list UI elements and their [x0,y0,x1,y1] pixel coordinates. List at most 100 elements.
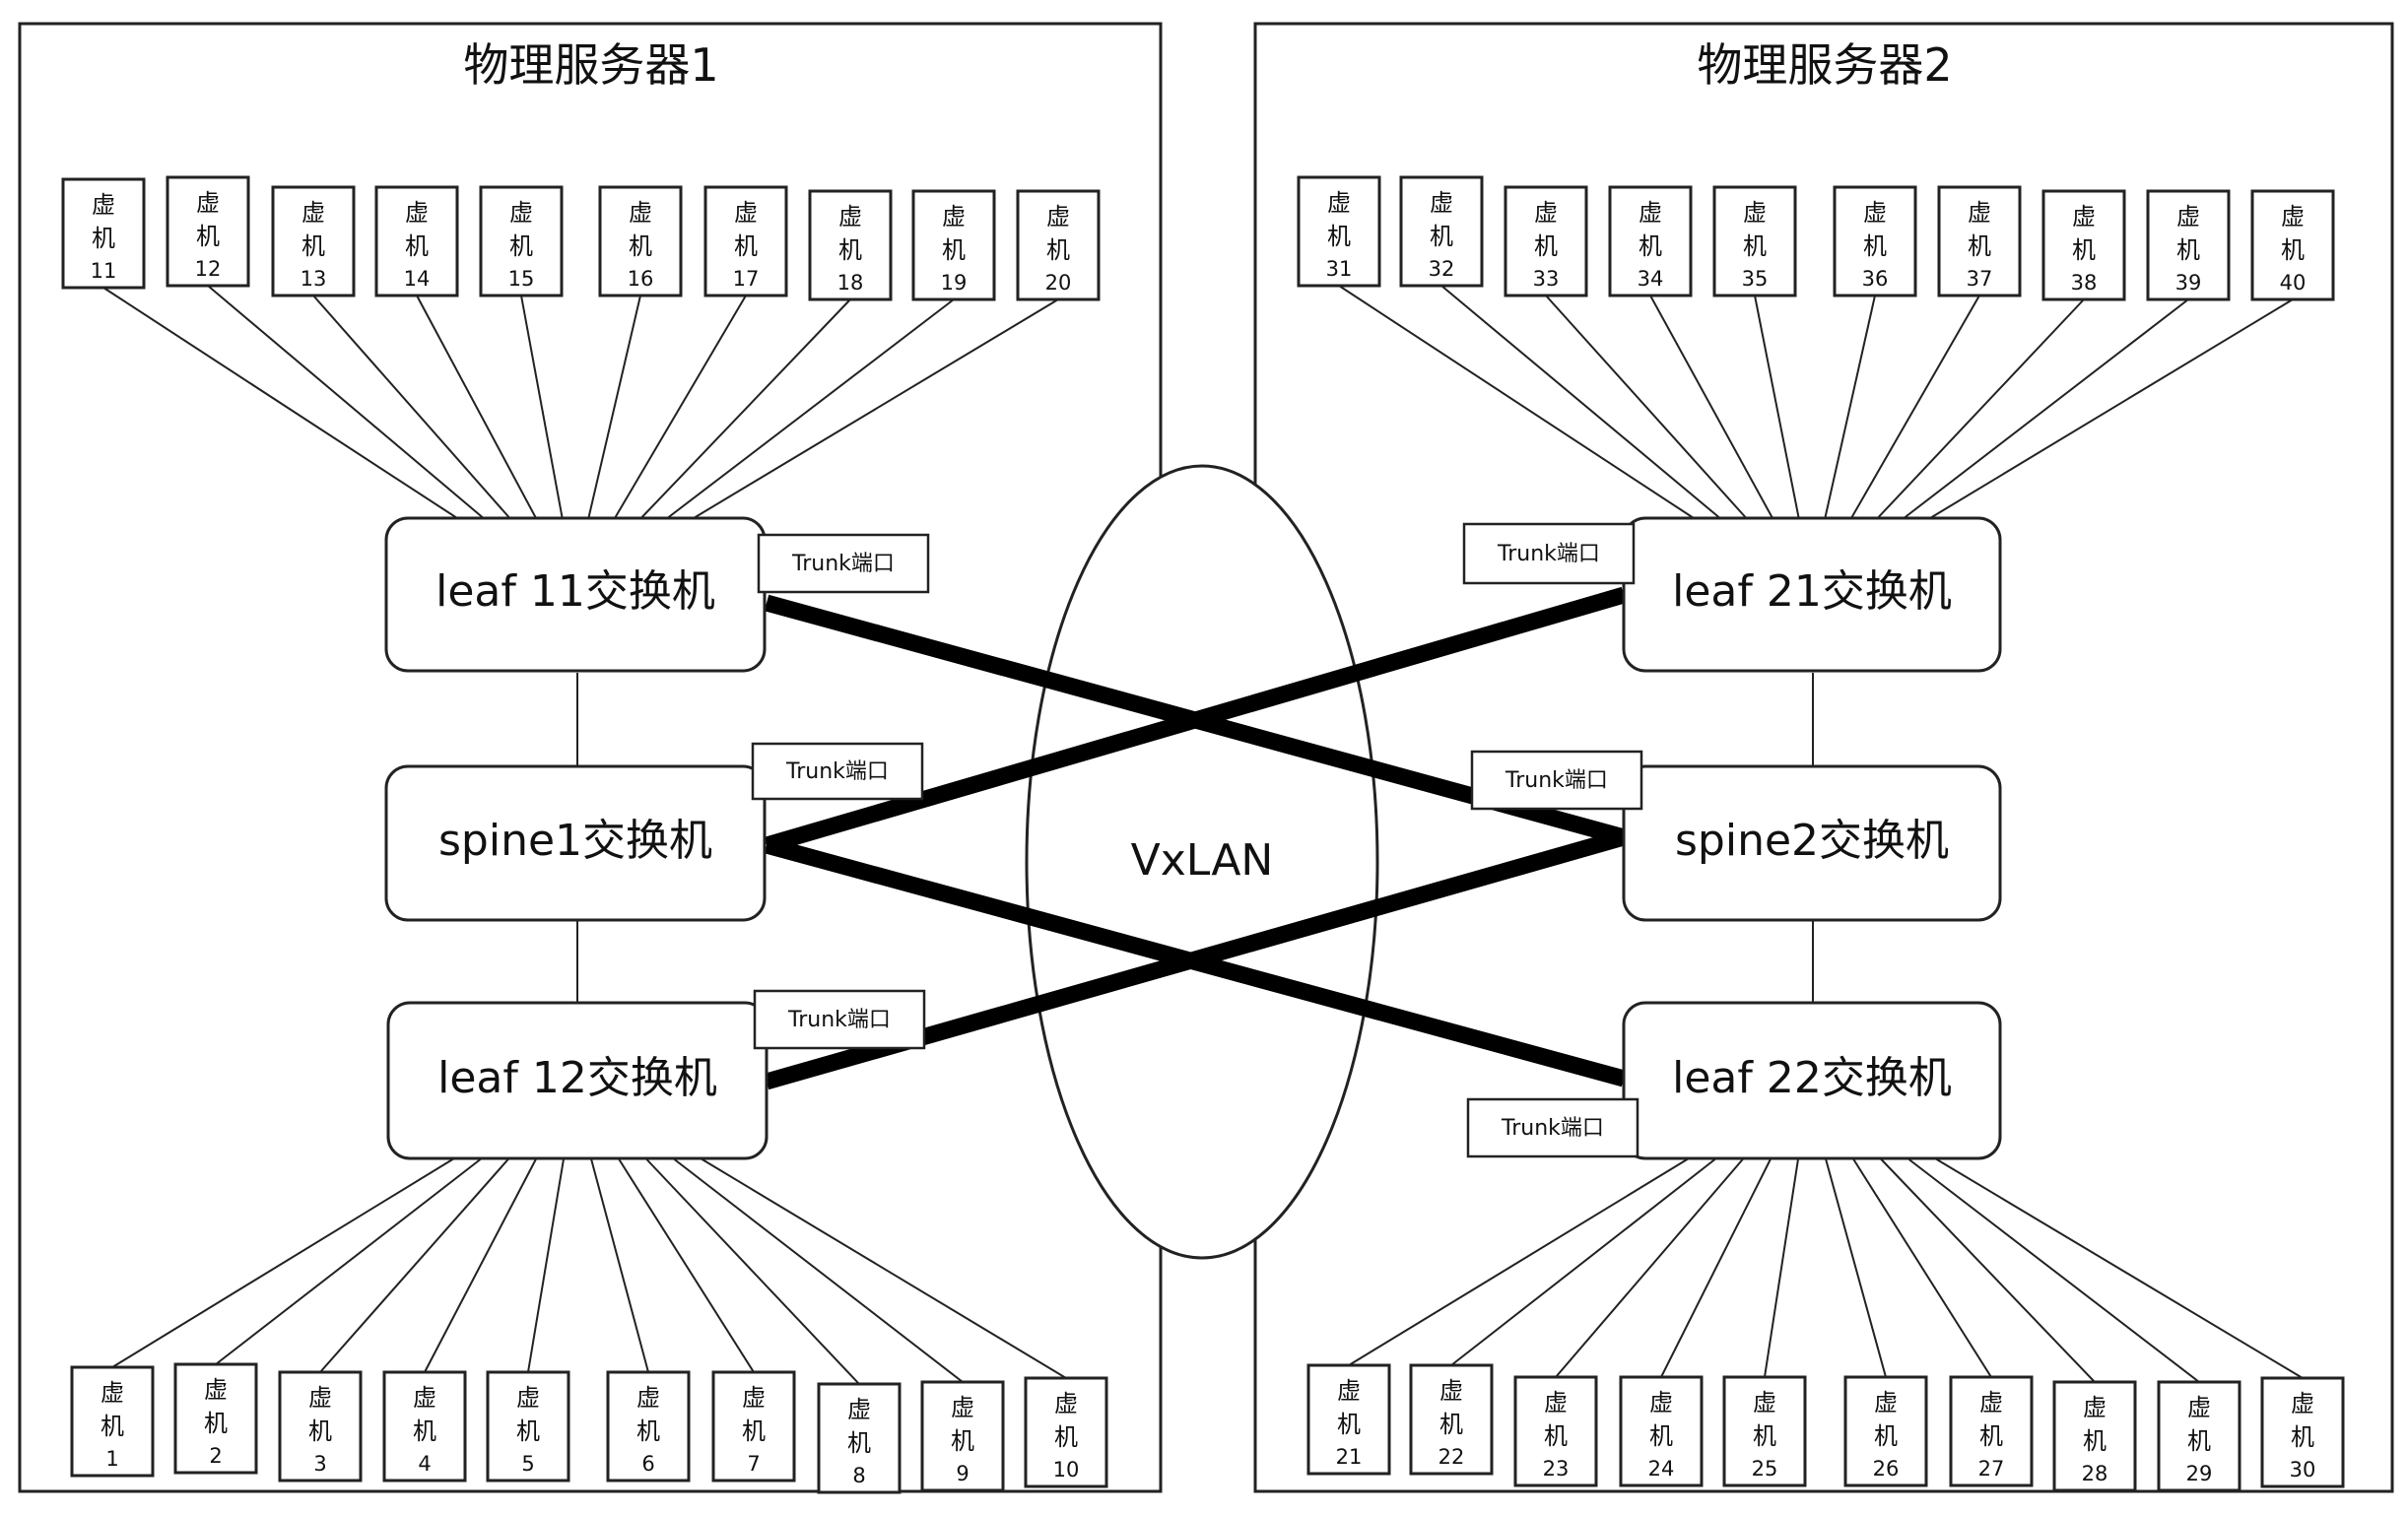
virtual-machines: 虚机11虚机12虚机13虚机14虚机15虚机16虚机17虚机18虚机19虚机20… [61,175,2345,1494]
vm-link-line [587,295,641,519]
vm-number: 13 [301,267,327,291]
vm-link-line [589,1157,649,1373]
vm-label-char1: 虚 [509,199,533,227]
vm-number: 11 [91,259,117,283]
vm-box [598,185,683,297]
vm-box [173,1362,258,1475]
vm-label-char2: 机 [1649,1422,1673,1450]
vm-label-char2: 机 [2291,1423,2314,1451]
vm-link-line [614,295,747,519]
vm-label-char1: 虚 [1863,199,1887,227]
vm-box [808,189,893,301]
vm-label-char1: 虚 [1534,199,1558,227]
leaf21-switch-label: leaf 21交换机 [1672,566,1952,617]
leaf11-switch-label: leaf 11交换机 [435,566,715,617]
vm-label-char1: 虚 [1439,1377,1463,1405]
vm-label-char2: 机 [1753,1422,1776,1450]
vm-label-char1: 虚 [1430,189,1453,217]
vm-link-line [1450,1157,1717,1366]
vm-label-char2: 机 [308,1417,332,1445]
vm-link-line [1824,1157,1887,1378]
vm-link-line [1348,1157,1690,1366]
vm-label-char1: 虚 [301,199,325,227]
vm-number: 3 [313,1452,326,1476]
vm-box [2052,1380,2137,1492]
vm-number: 28 [2082,1462,2108,1485]
trunk-port-label-leaf22: Trunk端口 [1466,1097,1639,1158]
vm-node: 虚机4 [382,1370,467,1482]
vm-box [703,185,788,297]
vm-label-char1: 虚 [204,1376,228,1404]
spine2-switch-label: spine2交换机 [1675,816,1949,866]
vm-number: 29 [2186,1462,2213,1485]
vm-link-line [700,1157,1067,1379]
vm-label-char1: 虚 [1753,1389,1776,1416]
vm-link-line [319,1157,510,1373]
vm-label-char2: 机 [1439,1411,1463,1438]
vm-box [1619,1375,1704,1487]
vm-label-char2: 机 [1863,232,1887,260]
vm-number: 20 [1045,271,1072,295]
vm-number: 34 [1638,267,1664,291]
vm-label-char1: 虚 [1743,199,1767,227]
vm-link-line [1934,1157,2304,1379]
vm-label-char1: 虚 [847,1396,871,1423]
vm-number: 4 [418,1452,431,1476]
vm-label-char2: 机 [196,223,220,250]
vm-label-char2: 机 [405,232,429,260]
vm-box [278,1370,363,1482]
vm-label-char1: 虚 [2291,1390,2314,1417]
vm-number: 35 [1742,267,1769,291]
vm-box [166,175,250,288]
vm-node: 虚机1 [70,1365,155,1478]
vm-label-char2: 机 [301,232,325,260]
vm-label-char1: 虚 [838,203,862,231]
leaf22-switch: leaf 22交换机 [1622,1001,2002,1160]
vm-number: 23 [1543,1457,1570,1481]
vm-number: 27 [1978,1457,2005,1481]
vm-box [1399,175,1484,288]
vm-label-char1: 虚 [1327,189,1351,217]
vm-label-char2: 机 [2072,236,2096,264]
vm-link-line [693,298,1059,519]
vm-number: 32 [1429,257,1455,281]
vm-box [479,185,564,297]
vm-label-char1: 虚 [1046,203,1070,231]
vm-number: 22 [1438,1445,1465,1469]
vm-link-line [1850,295,1980,519]
vm-label-char2: 机 [2187,1427,2211,1455]
vm-label-char2: 机 [413,1417,436,1445]
vm-label-char1: 虚 [2083,1394,2107,1421]
vm-label-char1: 虚 [2072,203,2096,231]
vm-link-line [102,287,458,519]
vm-node: 虚机 28 [2052,1380,2137,1492]
vm-label-char2: 机 [2083,1427,2107,1455]
vm-link-line [672,1157,964,1383]
vm-number: 40 [2280,271,2307,295]
vm-link-line [1338,285,1695,519]
vm-link-line [527,1157,566,1373]
vm-link-line [644,1157,860,1385]
vm-label-char1: 虚 [1649,1389,1673,1416]
leaf12-switch: leaf 12交换机 [386,1001,769,1160]
vm-number: 8 [852,1464,865,1487]
vm-box [486,1370,570,1482]
trunk-port-text: Trunk端口 [785,759,889,784]
vm-box [1722,1375,1807,1487]
vm-box [2157,1380,2241,1492]
vm-box [1297,175,1381,288]
